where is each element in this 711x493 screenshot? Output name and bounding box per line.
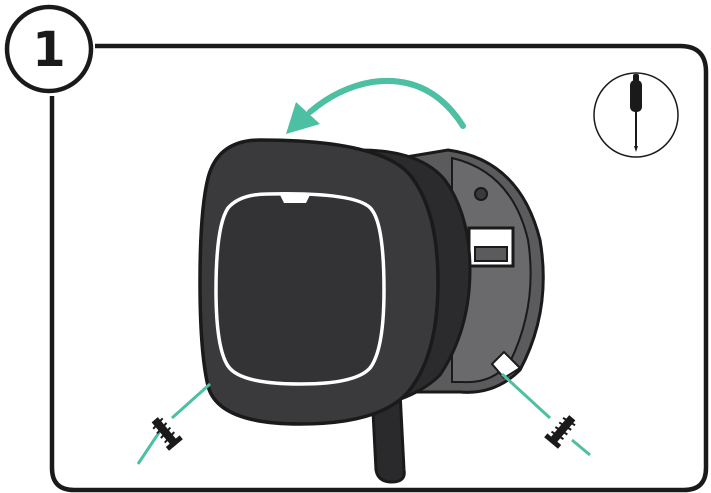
- step-badge: 1: [4, 4, 94, 94]
- step-frame: [49, 43, 709, 493]
- charger-face-panel: [214, 192, 386, 386]
- step-number: 1: [32, 22, 65, 78]
- wallbox-charger: [198, 138, 440, 426]
- charging-cable: [370, 390, 406, 484]
- rotate-left-arrow-icon: [286, 78, 466, 134]
- screw-icon: [136, 382, 212, 465]
- screw-icon: [500, 372, 591, 457]
- screwdriver-icon: [593, 72, 679, 158]
- status-light: [279, 193, 311, 203]
